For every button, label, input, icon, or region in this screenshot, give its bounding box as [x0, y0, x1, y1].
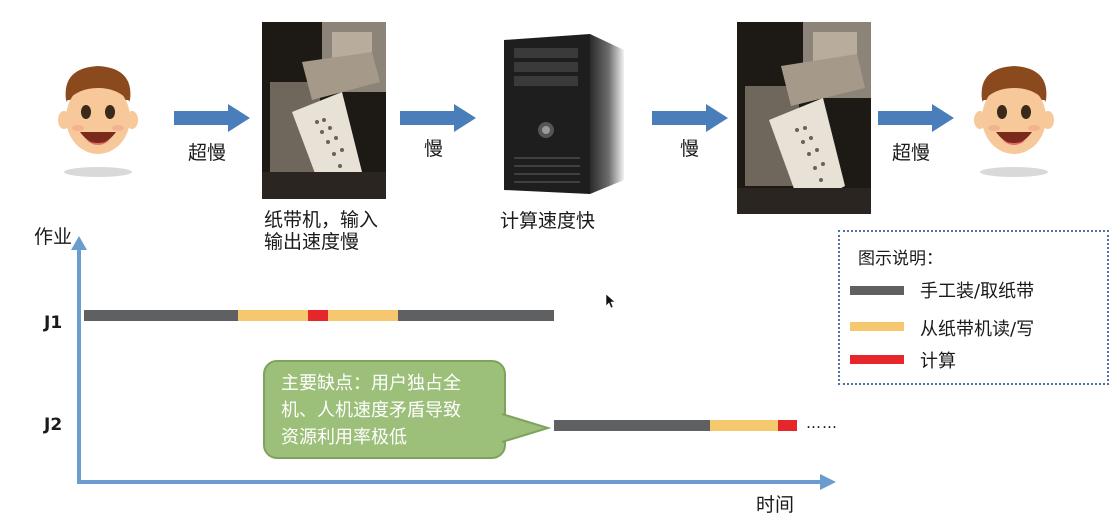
arrow4-label: 超慢 [892, 142, 931, 164]
j1-io-bar [328, 310, 398, 321]
tape-reader-photo [262, 22, 386, 199]
right-arrow-icon [652, 104, 728, 132]
j2-compute-bar [778, 420, 797, 431]
computer-tower-icon [504, 34, 624, 194]
x-axis-label: 时间 [756, 494, 795, 516]
callout-line-2: 机、人机速度矛盾导致 [281, 400, 461, 421]
tape-input-label-line1: 纸带机，输入 [264, 209, 379, 231]
legend-swatch-manual [850, 286, 904, 295]
tape-writer-photo [737, 22, 871, 214]
arrow1-label: 超慢 [188, 142, 227, 164]
right-arrow-icon [878, 104, 954, 132]
j1-io-bar [238, 310, 308, 321]
legend-label-compute: 计算 [920, 351, 956, 372]
legend-box: 图示说明： 手工装/取纸带 从纸带机读/写 计算 [838, 230, 1109, 385]
j2-manual-bar [554, 420, 710, 431]
computer-label: 计算速度快 [500, 210, 596, 232]
arrow3-label: 慢 [680, 138, 700, 160]
j1-manual-bar [84, 310, 238, 321]
j1-manual-bar [398, 310, 554, 321]
row-label-j2: J2 [44, 415, 63, 435]
callout-pointer [502, 413, 552, 443]
user-face-icon [58, 66, 138, 177]
legend-label-io: 从纸带机读/写 [920, 319, 1035, 340]
row-label-j1: J1 [44, 313, 63, 333]
legend-swatch-io [850, 322, 904, 331]
legend-label-manual: 手工装/取纸带 [920, 281, 1035, 302]
mouse-cursor-icon [606, 294, 616, 308]
drawback-callout: 主要缺点：用户独占全 机、人机速度矛盾导致 资源利用率极低 [263, 360, 506, 459]
right-arrow-icon [174, 104, 250, 132]
callout-line-1: 主要缺点：用户独占全 [281, 373, 461, 394]
timeline-axes [71, 236, 836, 490]
user-face-icon [974, 66, 1054, 177]
callout-line-3: 资源利用率极低 [281, 427, 407, 448]
j1-compute-bar [308, 310, 328, 321]
y-axis-label: 作业 [34, 226, 73, 248]
j2-ellipsis: …… [806, 414, 838, 432]
arrow2-label: 慢 [424, 138, 444, 160]
legend-title: 图示说明： [858, 249, 943, 269]
right-arrow-icon [400, 104, 476, 132]
j2-io-bar [710, 420, 778, 431]
legend-swatch-compute [850, 355, 904, 364]
tape-input-label-line2: 输出速度慢 [264, 231, 360, 253]
